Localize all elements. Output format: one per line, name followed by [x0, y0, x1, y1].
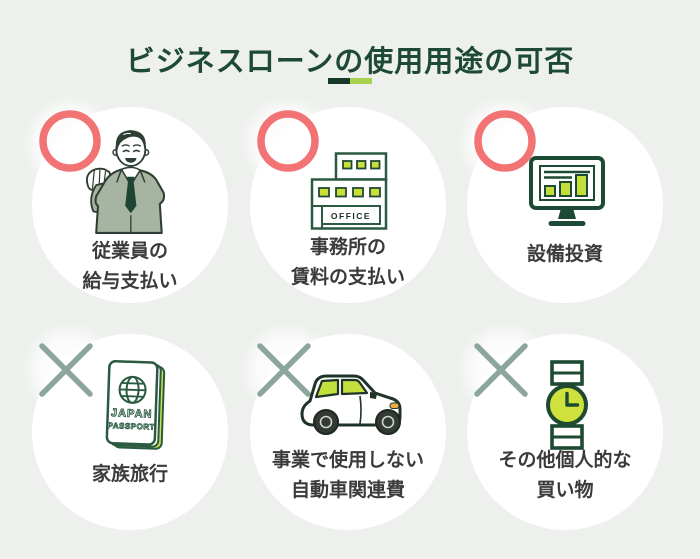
- usage-item-non-business-car-costs: 事業で使用しない 自動車関連費: [240, 322, 446, 530]
- item-label: 事務所の 賃料の支払い: [250, 233, 446, 293]
- allowed-circle-mark: [39, 110, 101, 172]
- usage-item-office-rent: OFFICE 事務所の 賃料の支払い: [240, 95, 446, 303]
- allowed-circle-mark: [257, 110, 319, 172]
- underline-dark-segment: [328, 78, 350, 84]
- usage-item-equipment-investment: 設備投資: [457, 95, 663, 303]
- allowed-circle-mark: [474, 110, 536, 172]
- mark-glow: [457, 322, 553, 418]
- item-label: 家族旅行: [32, 460, 228, 490]
- item-label: 従業員の 給与支払い: [32, 237, 228, 297]
- item-label-line1: その他個人的な: [498, 450, 632, 471]
- businessman-icon: [85, 130, 166, 234]
- title-underline: [0, 78, 700, 84]
- item-label-line2: 給与支払い: [82, 271, 178, 292]
- denied-cross-mark: [474, 343, 528, 397]
- item-label: 事業で使用しない 自動車関連費: [250, 446, 446, 506]
- page-title: ビジネスローンの使用用途の可否: [125, 46, 575, 78]
- usage-item-family-trip: JAPAN PASSPORT 家族旅行: [22, 322, 228, 530]
- item-label-line1: 設備投資: [526, 244, 603, 265]
- item-label-line1: 事務所の: [309, 237, 386, 258]
- item-label: 設備投資: [467, 240, 663, 270]
- usage-item-personal-shopping: その他個人的な 買い物: [457, 322, 663, 530]
- office-sign-text: OFFICE: [331, 211, 371, 221]
- passport-country-text: JAPAN: [111, 407, 153, 420]
- item-label-line2: 買い物: [536, 480, 594, 501]
- item-label-line1: 事業で使用しない: [271, 450, 424, 471]
- wristwatch-icon: [546, 360, 588, 450]
- item-label-line1: 家族旅行: [91, 464, 168, 485]
- item-label: その他個人的な 買い物: [467, 446, 663, 506]
- item-label-line2: 自動車関連費: [290, 480, 405, 501]
- denied-cross-mark: [257, 343, 311, 397]
- item-label-line1: 従業員の: [91, 241, 168, 262]
- item-label-line2: 賃料の支払い: [290, 267, 405, 288]
- underline-light-segment: [350, 78, 372, 84]
- office-building-icon: OFFICE: [310, 152, 388, 230]
- passport-icon: JAPAN PASSPORT: [105, 360, 166, 450]
- mark-glow: [22, 322, 118, 418]
- passport-label-text: PASSPORT: [107, 421, 155, 432]
- car-icon: [300, 374, 402, 435]
- monitor-chart-icon: [529, 156, 605, 226]
- usage-item-employee-salary: 従業員の 給与支払い: [22, 95, 228, 303]
- denied-cross-mark: [39, 343, 93, 397]
